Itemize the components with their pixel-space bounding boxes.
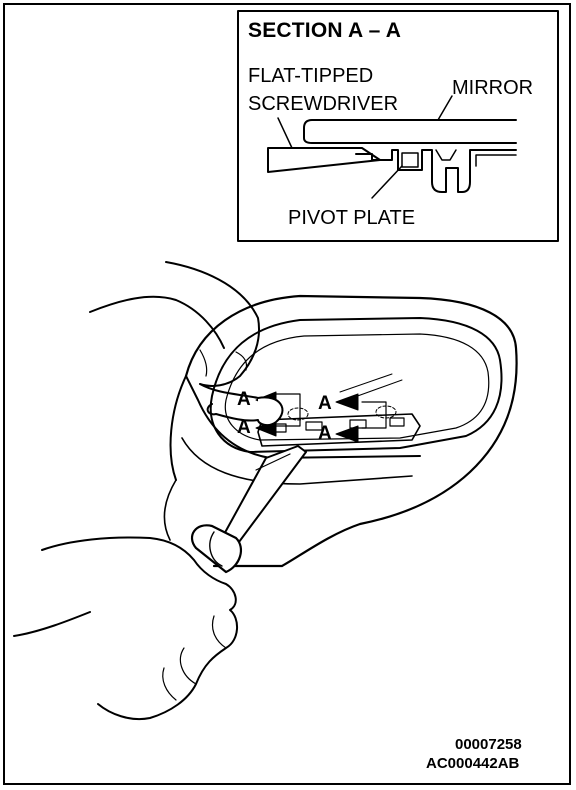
- mirror-leader: [437, 95, 453, 121]
- flat-tipped-label: FLAT-TIPPED: [248, 65, 374, 87]
- mirror-glass-section: [303, 119, 517, 144]
- reference-code: AC000442AB: [426, 755, 520, 772]
- section-title: SECTION A – A: [248, 19, 402, 42]
- pivot-plate-label: PIVOT PLATE: [288, 207, 416, 229]
- figure-number: 00007258: [455, 736, 522, 753]
- screwdriver-shaft: [221, 445, 307, 547]
- lower-hand: [13, 536, 238, 720]
- section-inset-box: [237, 10, 559, 242]
- section-arrow-2: [335, 393, 359, 411]
- section-arrow-4: [335, 425, 359, 443]
- screwdriver-leader: [277, 117, 293, 149]
- pivot-plate: [257, 413, 421, 447]
- section-marker-4: A: [318, 423, 332, 444]
- section-marker-2: A: [318, 393, 332, 414]
- section-marker-1: A: [237, 389, 251, 410]
- pivot-plate-section: [355, 149, 517, 193]
- mirror-label: MIRROR: [452, 77, 534, 99]
- screwdriver-handle: [190, 524, 243, 574]
- pivot-plate-leader: [371, 165, 403, 199]
- screwdriver-label: SCREWDRIVER: [248, 93, 399, 115]
- section-marker-3: A: [237, 417, 251, 438]
- mirror-housing-outer: [184, 294, 518, 568]
